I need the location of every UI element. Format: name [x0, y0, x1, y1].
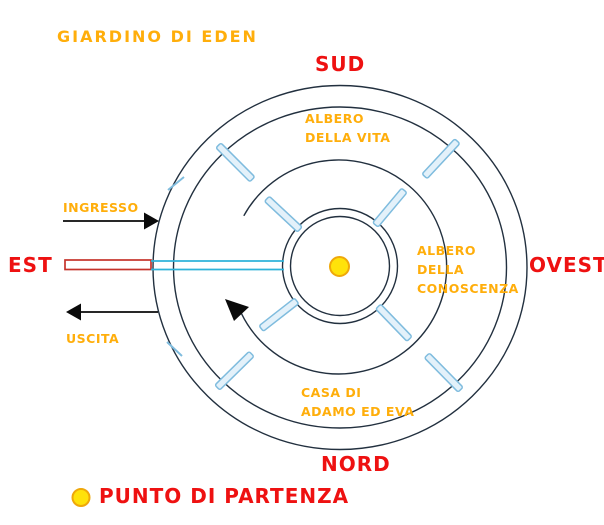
tree-of-life-line2: DELLA VITA: [305, 130, 391, 145]
compass-ovest-label: OVEST: [529, 253, 604, 277]
house-line1: CASA DI: [301, 385, 362, 400]
outer-wall-gate-tick-upper: [167, 176, 185, 191]
entrance-arrow-head: [144, 212, 159, 230]
outer-spoke-nw: [215, 142, 255, 182]
compass-nord-label: NORD: [321, 452, 391, 476]
tree-of-life-line1: ALBERO: [305, 111, 364, 126]
start-point-dot: [329, 256, 350, 277]
outer-wall-circle: [152, 84, 528, 451]
tree-of-knowledge-line3: CONOSCENZA: [417, 281, 519, 296]
inner-spokes: [259, 188, 412, 342]
inner-spoke-nw: [264, 196, 303, 232]
house-line2: ADAMO ED EVA: [301, 404, 415, 419]
entrance-arrow: [63, 212, 159, 230]
legend-start-point-dot: [71, 488, 91, 507]
outer-spoke-ne: [422, 138, 460, 179]
spiral-direction-arrowhead: [225, 299, 249, 321]
exit-arrow-head: [66, 303, 81, 321]
tree-of-knowledge-line2: DELLA: [417, 262, 465, 277]
entrance-label: INGRESSO: [63, 200, 139, 215]
outer-wall-gate-tick-lower: [166, 341, 183, 357]
inner-spoke-sw: [259, 298, 299, 332]
inner-spoke-ne: [372, 188, 407, 228]
house-of-adam-eve-label: CASA DI ADAMO ED EVA: [301, 383, 414, 421]
inner-wall-circle: [281, 207, 399, 325]
page-title: GIARDINO DI EDEN: [57, 27, 258, 46]
spiral-path-arc: [240, 159, 448, 375]
tree-of-knowledge-label: ALBERO DELLA CONOSCENZA: [417, 241, 519, 298]
compass-est-label: EST: [8, 253, 53, 277]
outer-spokes: [214, 138, 463, 393]
outer-wall-inner-circle: [172, 106, 508, 429]
tree-of-life-label: ALBERO DELLA VITA: [305, 109, 390, 147]
inner-wall-inner-circle: [289, 215, 391, 317]
outer-spoke-sw: [214, 351, 254, 390]
exit-arrow: [66, 303, 158, 321]
compass-sud-label: SUD: [315, 52, 366, 76]
tree-of-knowledge-line1: ALBERO: [417, 243, 476, 258]
exit-label: USCITA: [66, 331, 120, 346]
entrance-corridor-outer-segment: [64, 259, 152, 271]
outer-spoke-se: [424, 353, 463, 393]
legend-start-point-label: PUNTO DI PARTENZA: [99, 484, 350, 508]
inner-spoke-se: [375, 304, 412, 342]
